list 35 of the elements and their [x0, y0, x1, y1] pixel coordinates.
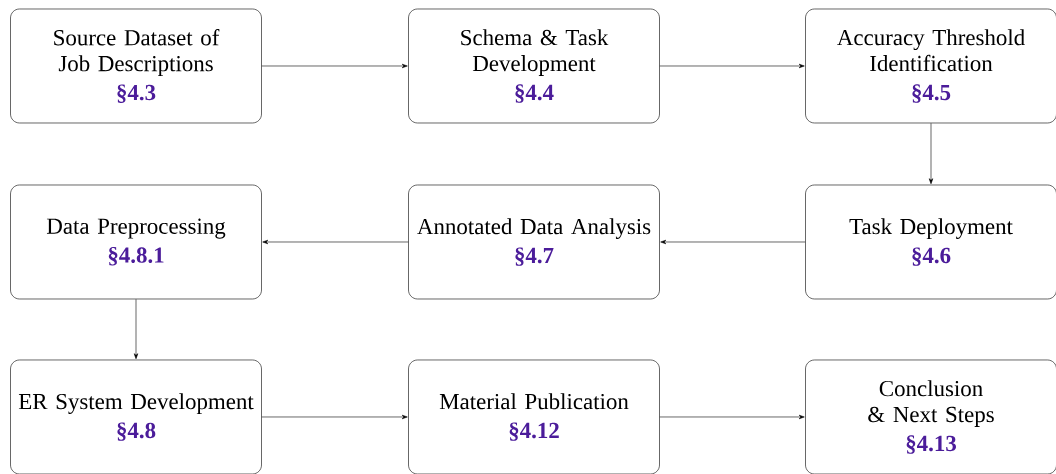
section-reference: §4.8.1: [108, 247, 164, 266]
step-title: Schema & Task Development: [461, 29, 609, 76]
process-box: [805, 8, 1056, 124]
section-reference: §4.4: [515, 84, 554, 103]
section-reference: §4.5: [912, 84, 951, 103]
step-title: Task Deployment: [849, 218, 1013, 239]
section-reference: §4.6: [912, 247, 951, 266]
step-title: Conclusion & Next Steps: [868, 380, 994, 427]
process-box: [10, 184, 262, 300]
arrow: [261, 414, 408, 420]
step-title: Annotated Data Analysis: [417, 218, 651, 239]
section-reference: §4.8: [117, 422, 156, 441]
process-box: [408, 184, 660, 300]
step-title: Accuracy Threshold Identification: [837, 29, 1025, 72]
arrow: [928, 123, 934, 185]
section-reference: §4.13: [906, 435, 956, 454]
process-box: [408, 359, 660, 474]
arrow: [262, 239, 409, 245]
arrow: [261, 63, 408, 69]
step-title: Material Publication: [439, 393, 629, 410]
arrow: [660, 239, 806, 245]
step-title: Source Dataset of Job Descriptions: [54, 29, 220, 76]
arrow: [659, 63, 805, 69]
section-reference: §4.3: [117, 84, 156, 103]
arrow: [133, 299, 139, 360]
arrow: [659, 414, 805, 420]
process-box: [805, 359, 1056, 474]
process-box: [10, 359, 262, 474]
section-reference: §4.7: [515, 247, 554, 266]
step-title: ER System Development: [18, 393, 254, 414]
process-box: [10, 8, 262, 124]
process-box: [408, 8, 660, 124]
step-title: Data Preprocessing: [46, 218, 226, 239]
process-box: [805, 184, 1056, 300]
section-reference: §4.12: [509, 422, 559, 441]
